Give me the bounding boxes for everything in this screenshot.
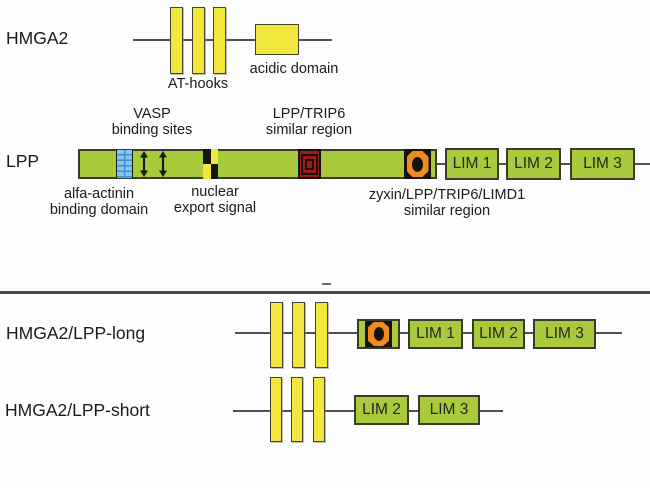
octagon-center — [412, 156, 423, 172]
at-hook-bar-2 — [192, 7, 205, 74]
nuclear-export-signal-label: nuclear export signal — [155, 184, 275, 216]
fusion-short-at-hook-bar-2 — [291, 377, 303, 442]
lpp-main-bar — [78, 149, 437, 179]
lpp-lim1-box: LIM 1 — [445, 148, 499, 180]
at-hook-bar-1 — [170, 7, 183, 74]
octagon-cell — [365, 321, 392, 347]
nes-cell — [203, 164, 211, 179]
lpp-trip6-similar-region-box — [298, 149, 321, 179]
hmga2-row-label: HMGA2 — [6, 28, 69, 48]
lpp-lim2-box: LIM 2 — [506, 148, 561, 180]
nes-cell — [203, 149, 211, 164]
fusion-short-at-hook-bar-3 — [313, 377, 325, 442]
octagon-icon — [368, 322, 389, 346]
vasp-arrow-icon-1 — [139, 151, 149, 177]
vasp-label-line1: VASP — [133, 106, 171, 122]
lpp-row-label: LPP — [6, 151, 40, 171]
octagon-center — [373, 327, 384, 341]
alfa-actinin-binding-domain-box — [116, 150, 133, 178]
red-ring-center — [305, 158, 314, 170]
fusion-long-at-hook-bar-2 — [292, 302, 305, 368]
fusion-long-lim1-box: LIM 1 — [408, 319, 463, 349]
at-hooks-label: AT-hooks — [167, 76, 229, 92]
alfa-actinin-label-line1: alfa-actinin — [63, 186, 135, 202]
acidic-domain-label: acidic domain — [249, 61, 339, 77]
fusion-long-lim3-box: LIM 3 — [533, 319, 596, 349]
fusion-short-lim3-box: LIM 3 — [418, 395, 480, 425]
zyxin-similar-region-box — [404, 149, 431, 179]
alfa-actinin-label: alfa-actinin binding domain — [28, 186, 170, 218]
nes-cell — [210, 164, 218, 179]
fusion-short-lim2-box: LIM 2 — [354, 395, 409, 425]
nes-label-line2: export signal — [173, 200, 257, 216]
lpp-trip6-label: LPP/TRIP6 similar region — [249, 106, 369, 138]
acidic-domain-box — [255, 24, 299, 55]
zyxin-similar-region-label: zyxin/LPP/TRIP6/LIMD1 similar region — [347, 187, 547, 219]
fusion-long-at-hook-bar-1 — [270, 302, 283, 368]
lpp-lim3-box: LIM 3 — [570, 148, 635, 180]
red-ring — [301, 153, 318, 175]
nuclear-export-signal-box — [203, 149, 218, 179]
fusion-short-at-hook-bar-1 — [270, 377, 282, 442]
fusion-long-lim2-box: LIM 2 — [472, 319, 525, 349]
section-divider-line — [0, 291, 650, 294]
lpp-trip6-label-line2: similar region — [265, 122, 353, 138]
small-dash-mark — [322, 283, 331, 285]
zyxin-label-line2: similar region — [403, 203, 491, 219]
fusion-short-row-label: HMGA2/LPP-short — [5, 400, 150, 420]
vasp-binding-sites-label: VASP binding sites — [92, 106, 212, 138]
vasp-arrow-icon-2 — [158, 151, 168, 177]
octagon-icon — [406, 151, 429, 177]
nes-label-line1: nuclear — [191, 184, 239, 200]
fusion-long-at-hook-bar-3 — [315, 302, 328, 368]
vasp-label-line2: binding sites — [111, 122, 193, 138]
lpp-trip6-label-line1: LPP/TRIP6 — [272, 106, 346, 122]
nes-cell — [210, 149, 218, 164]
alfa-actinin-label-line2: binding domain — [49, 202, 149, 218]
hmga2-backbone-line — [133, 39, 332, 41]
fusion-long-row-label: HMGA2/LPP-long — [6, 323, 146, 343]
fusion-long-zyxin-region-box — [357, 319, 400, 349]
at-hook-bar-3 — [213, 7, 226, 74]
zyxin-label-line1: zyxin/LPP/TRIP6/LIMD1 — [368, 187, 526, 203]
